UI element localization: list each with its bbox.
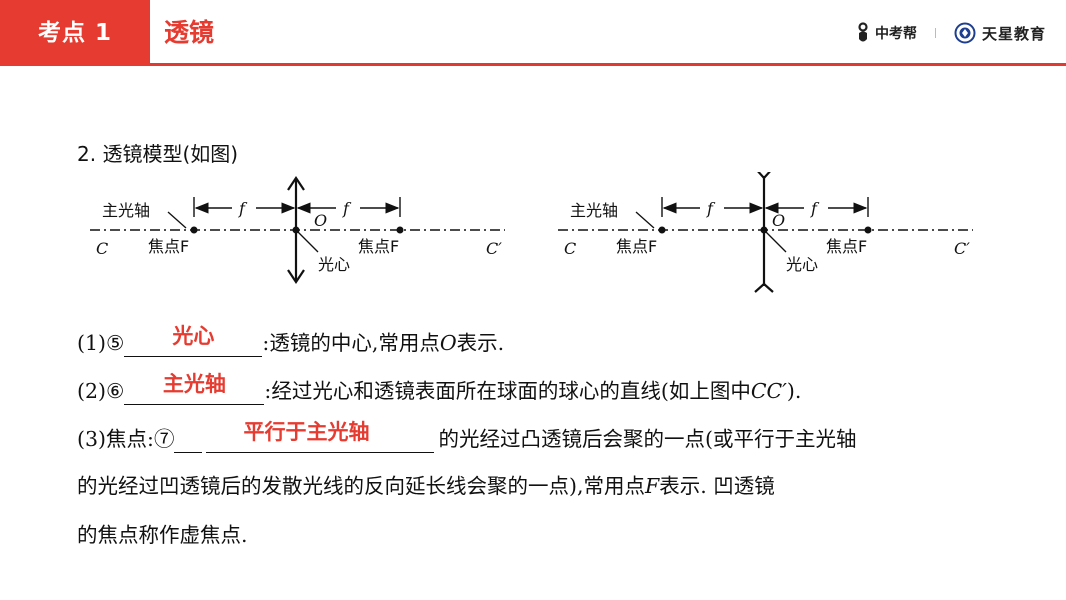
c-left-label: C [96,239,108,258]
focus-point [190,226,198,234]
c-left-label: C [564,239,576,258]
tx-logo-text: 天星教育 [981,24,1046,43]
var-o: O [439,331,457,355]
item-3-final: 的焦点称作虚焦点. [77,521,248,549]
c-right-label: C′ [954,239,970,258]
bulb-icon [858,22,868,42]
focus-label-right: 焦点F [826,237,867,256]
zkb-logo-text: 中考帮 [874,26,917,42]
concave-lens-top-arrow [757,172,771,180]
item-2-prefix: (2)⑥ [77,379,125,403]
focus-label-left: 焦点F [148,237,189,256]
focal-label-f: f [810,199,820,218]
focal-label-f: f [238,199,248,218]
blank-dash [406,427,435,453]
var-cc: CC′ [750,379,787,403]
item-3-prefix: (3)焦点:⑦ [77,427,175,451]
focal-label-f: f [706,199,716,218]
optical-center-point [292,226,300,234]
focal-label-f: f [342,199,352,218]
convex-lens-diagram: f f O 主光轴 C C′ 焦点F 焦点F 光心 [90,176,505,284]
var-f: F [645,474,660,498]
item-2-text: :经过光心和透镜表面所在球面的球心的直线(如上图中 [264,379,751,403]
focus-label-right: 焦点F [358,237,399,256]
logos: 中考帮 天星教育 [856,20,1046,46]
logo-divider [934,28,936,38]
axis-label: 主光轴 [102,201,150,220]
center-label-o: O [772,211,785,230]
answer-7: 平行于主光轴 [243,420,370,444]
optical-center-label: 光心 [318,255,350,274]
lens-diagram: f f O 主光轴 C C′ 焦点F 焦点F 光心 f f O 主光轴 [90,172,973,293]
focus-point [658,226,666,234]
header-bar: 考点 1 透镜 中考帮 天星教育 [0,0,1066,66]
item-3-cont: 的光经过凹透镜后的发散光线的反向延长线会聚的一点),常用点F表示. 凹透镜 [77,472,775,500]
answer-blank-5[interactable]: 光心 [124,324,263,357]
answer-blank-7[interactable]: 平行于主光轴 [206,420,407,453]
item-3: (3)焦点:⑦ 平行于主光轴 的光经过凸透镜后会聚的一点(或平行于主光轴 [77,420,857,453]
zkb-logo: 中考帮 [856,22,917,44]
tx-emblem-icon [954,22,976,44]
center-label-o: O [314,211,327,230]
item-3-cont-end: 表示. 凹透镜 [659,474,775,498]
answer-5: 光心 [172,324,215,348]
section-title: 2. 透镜模型(如图) [77,142,239,166]
concave-lens-diagram: f f O 主光轴 C C′ 焦点F 焦点F 光心 [558,172,973,293]
optical-center-point [760,226,768,234]
c-right-label: C′ [486,239,502,258]
item-2-end: ). [786,379,802,403]
item-1-prefix: (1)⑤ [77,331,125,355]
topic-tag: 考点 1 [0,0,150,66]
axis-label: 主光轴 [570,201,618,220]
item-1-text: :透镜的中心,常用点 [262,331,440,355]
item-1-end: 表示. [456,331,505,355]
item-2: (2)⑥ 主光轴 :经过光心和透镜表面所在球面的球心的直线(如上图中CC′). [77,372,802,405]
item-3-final-text: 的焦点称作虚焦点. [77,523,248,547]
item-3-cont-text: 的光经过凹透镜后的发散光线的反向延长线会聚的一点),常用点 [77,474,646,498]
concave-lens-bottom-arrow [754,282,774,293]
tx-logo: 天星教育 [954,22,1046,44]
page-title: 透镜 [164,18,215,47]
focus-label-left: 焦点F [616,237,657,256]
convex-lens-bottom-arrow [287,269,305,284]
focus-point [864,226,872,234]
blank-dash [174,427,203,453]
convex-lens-top-arrow [287,176,305,191]
item-1: (1)⑤ 光心 :透镜的中心,常用点O表示. [77,324,505,357]
answer-blank-6[interactable]: 主光轴 [124,372,265,405]
answer-6: 主光轴 [162,372,226,396]
item-3-text: 的光经过凸透镜后会聚的一点(或平行于主光轴 [438,427,857,451]
focus-point [396,226,404,234]
optical-center-label: 光心 [786,255,818,274]
